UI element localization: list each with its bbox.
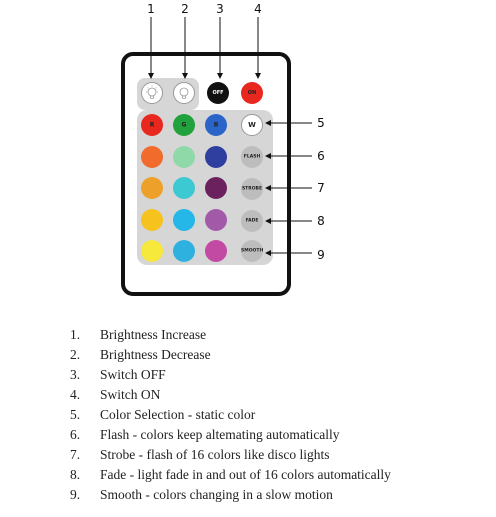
- legend-number: 9.: [70, 487, 81, 502]
- color-button-r1-c1[interactable]: R: [141, 114, 163, 136]
- legend-text: Switch ON: [100, 387, 161, 402]
- callout-number-2: 2: [181, 2, 189, 16]
- callout-number-5: 5: [317, 116, 325, 130]
- fade-button[interactable]: FADE: [241, 210, 263, 232]
- legend-text: Flash - colors keep altemating automatic…: [100, 427, 340, 442]
- on-button-label: ON: [247, 90, 257, 96]
- legend-text: Strobe - flash of 16 colors like disco l…: [100, 447, 330, 462]
- brightness-decrease-button[interactable]: [173, 82, 195, 104]
- color-button-r4-c3[interactable]: [205, 208, 227, 231]
- on-button[interactable]: ON: [241, 82, 263, 104]
- legend-text: Brightness Decrease: [100, 347, 211, 362]
- color-button-r1-c2[interactable]: G: [173, 114, 195, 136]
- legend-text: Brightness Increase: [100, 327, 207, 342]
- callout-number-3: 3: [216, 2, 224, 16]
- legend-number: 5.: [70, 407, 81, 422]
- color-button-r3-c3[interactable]: [205, 177, 227, 199]
- off-button[interactable]: OFF: [207, 82, 229, 104]
- flash-button[interactable]: FLASH: [241, 146, 263, 168]
- white-button[interactable]: W: [241, 114, 263, 136]
- color-button-label: G: [181, 121, 187, 129]
- smooth-button[interactable]: SMOOTH: [241, 240, 263, 262]
- color-button-label: R: [149, 121, 155, 129]
- color-button-r3-c1[interactable]: [141, 177, 163, 199]
- legend-number: 4.: [70, 387, 81, 402]
- color-button-r2-c2[interactable]: [173, 145, 195, 168]
- legend-text: Fade - light fade in and out of 16 color…: [100, 467, 391, 482]
- legend-number: 1.: [70, 327, 81, 342]
- callout-number-9: 9: [317, 248, 325, 262]
- callout-number-4: 4: [254, 2, 262, 16]
- legend-number: 7.: [70, 447, 81, 462]
- legend-text: Smooth - colors changing in a slow motio…: [100, 487, 333, 502]
- color-button-r5-c1[interactable]: [141, 240, 163, 262]
- color-button-r4-c2[interactable]: [173, 208, 195, 231]
- brightness-increase-button[interactable]: [141, 82, 163, 104]
- legend-number: 3.: [70, 367, 81, 382]
- fade-button-label: FADE: [245, 218, 259, 224]
- color-button-r2-c3[interactable]: [205, 145, 227, 168]
- flash-button-label: FLASH: [243, 154, 261, 160]
- legend-text: Switch OFF: [100, 367, 166, 382]
- strobe-button-label: STROBE: [241, 186, 263, 192]
- strobe-button[interactable]: STROBE: [241, 178, 263, 200]
- off-button-label: OFF: [212, 90, 224, 96]
- legend-number: 8.: [70, 467, 81, 482]
- color-button-r1-c3[interactable]: B: [205, 114, 227, 136]
- legend-number: 2.: [70, 347, 81, 362]
- callout-number-7: 7: [317, 181, 325, 195]
- legend-text: Color Selection - static color: [100, 407, 256, 422]
- bulb-dim-icon: [179, 87, 189, 99]
- callout-number-6: 6: [317, 149, 325, 163]
- color-button-r2-c1[interactable]: [141, 145, 163, 168]
- white-button-label: W: [248, 121, 256, 129]
- bulb-bright-icon: [146, 85, 158, 99]
- color-button-r3-c2[interactable]: [173, 177, 195, 199]
- smooth-button-label: SMOOTH: [241, 248, 264, 254]
- callout-number-1: 1: [147, 2, 155, 16]
- color-button-r5-c2[interactable]: [173, 240, 195, 262]
- callout-number-8: 8: [317, 214, 325, 228]
- color-button-r4-c1[interactable]: [141, 208, 163, 231]
- color-button-label: B: [213, 121, 219, 129]
- legend-number: 6.: [70, 427, 81, 442]
- color-button-r5-c3[interactable]: [205, 240, 227, 262]
